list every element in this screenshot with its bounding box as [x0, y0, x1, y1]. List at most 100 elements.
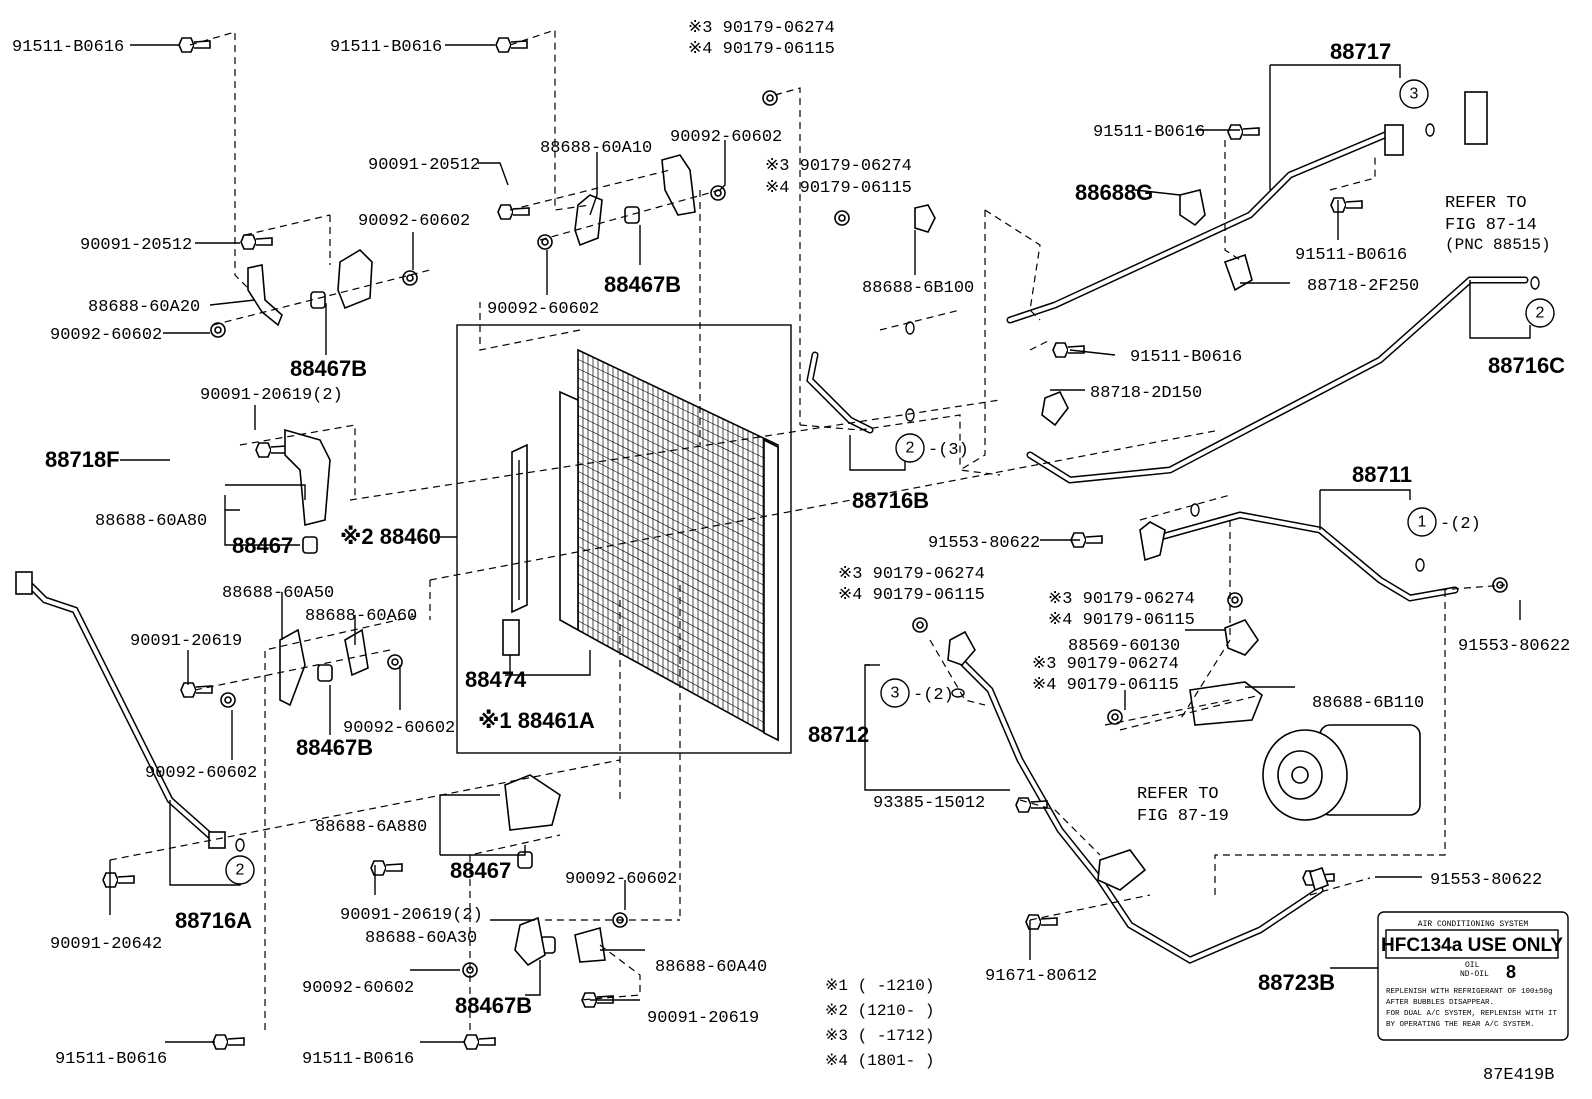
label-90091-20619: 90091-20619 [647, 1009, 759, 1028]
condenser-group-box [456, 324, 792, 754]
label-bolt-91511-b0616: 91511-B0616 [302, 1050, 414, 1069]
label-88688-6b100: 88688-6B100 [862, 279, 974, 298]
note-4: ※4 (1801- ) [825, 1052, 934, 1070]
label-90179-06274: ※3 90179-06274 [688, 19, 835, 38]
label-88688-60a40: 88688-60A40 [655, 958, 767, 977]
label-90092-60602: 90092-60602 [565, 870, 677, 889]
label-93385-15012: 93385-15012 [873, 794, 985, 813]
decal-main: HFC134a USE ONLY [1381, 935, 1563, 956]
label-bolt-91511-b0616: 91511-B0616 [12, 38, 124, 57]
decal-line4: BY OPERATING THE REAR A/C SYSTEM. [1386, 1021, 1535, 1029]
svg-text:3: 3 [891, 685, 900, 702]
condenser-core [559, 348, 779, 742]
label-88467b: 88467B [290, 356, 367, 381]
pipe-88716c [1026, 276, 1529, 484]
label-bolt-91511-b0616: 91511-B0616 [1295, 246, 1407, 265]
circle-1: 1 [1407, 507, 1437, 537]
decal-header: AIR CONDITIONING SYSTEM [1418, 920, 1529, 929]
pipe-88716a [15, 571, 226, 849]
label-90179-06274: ※3 90179-06274 [1048, 590, 1195, 609]
label-88474: 88474 [465, 667, 527, 692]
label-90092-60602: 90092-60602 [670, 128, 782, 147]
label-90092-60602: 90092-60602 [50, 326, 162, 345]
note-2: ※2 (1210- ) [825, 1002, 934, 1020]
label-88716b: 88716B [852, 488, 929, 513]
label-88688-60a60: 88688-60A60 [305, 607, 417, 626]
refrigerant-decal: AIR CONDITIONING SYSTEM HFC134a USE ONLY… [1377, 911, 1569, 1041]
label-91553-80622: 91553-80622 [1430, 871, 1542, 890]
svg-text:1: 1 [1418, 514, 1427, 531]
note-1: ※1 ( -1210) [825, 977, 934, 995]
o-rings [235, 123, 1540, 852]
label-90179-06274: ※3 90179-06274 [1032, 655, 1179, 674]
label-88460: ※2 88460 [340, 524, 441, 549]
label-91553-80622: 91553-80622 [1458, 637, 1570, 656]
label-88461a: ※1 88461A [478, 708, 595, 733]
label-88688g: 88688G [1075, 180, 1153, 205]
label-88467b: 88467B [455, 993, 532, 1018]
label-refer-fig-87-19: REFER TO [1137, 785, 1219, 804]
circle-2-mid: 2 [895, 433, 925, 463]
label-90179-06274: ※3 90179-06274 [838, 565, 985, 584]
svg-text:2: 2 [906, 440, 915, 457]
part-labels: 91511-B0616 91511-B0616 ※3 90179-06274 ※… [12, 19, 1570, 1085]
label-88716c: 88716C [1488, 353, 1565, 378]
decal-line3: FOR DUAL A/C SYSTEM, REPLENISH WITH IT [1386, 1010, 1558, 1018]
label-88723b: 88723B [1258, 970, 1335, 995]
label-88718-2d150: 88718-2D150 [1090, 384, 1202, 403]
label-90091-20619-2: 90091-20619(2) [200, 386, 343, 405]
compressor [1262, 724, 1421, 821]
label-bolt-91511-b0616: 91511-B0616 [330, 38, 442, 57]
label-88688-60a80: 88688-60A80 [95, 512, 207, 531]
label-91671-80612: 91671-80612 [985, 967, 1097, 986]
pipe-88717 [1006, 91, 1488, 324]
label-90091-20642: 90091-20642 [50, 935, 162, 954]
circle-3-top: 3 [1399, 79, 1429, 109]
label-90179-06115: ※4 90179-06115 [688, 40, 835, 59]
label-bolt-91511-b0616: 91511-B0616 [1130, 348, 1242, 367]
label-88718-2f250: 88718-2F250 [1307, 277, 1419, 296]
svg-text:2: 2 [1536, 305, 1545, 322]
label-90092-60602: 90092-60602 [145, 764, 257, 783]
label-refer-fig-87-14: FIG 87-14 [1445, 216, 1537, 235]
label-88716a: 88716A [175, 908, 252, 933]
decal-oil-no: ND-OIL [1460, 970, 1489, 979]
decal-line1: REPLENISH WITH REFRIGERANT OF 100±50g [1386, 988, 1553, 996]
circle-3-lower: 3 [880, 678, 910, 708]
decal-oil-label: OIL [1465, 961, 1480, 970]
label-90092-60602: 90092-60602 [343, 719, 455, 738]
note-3: ※3 ( -1712) [825, 1027, 934, 1045]
svg-text:2: 2 [236, 862, 245, 879]
label-88688-60a50: 88688-60A50 [222, 584, 334, 603]
decal-line2: AFTER BUBBLES DISAPPEAR. [1386, 999, 1494, 1007]
label-90179-06115: ※4 90179-06115 [765, 179, 912, 198]
label-88467b: 88467B [604, 272, 681, 297]
label-88467: 88467 [232, 533, 293, 558]
label-90179-06115: ※4 90179-06115 [1048, 611, 1195, 630]
leader-lines [109, 44, 1531, 1043]
label-bolt-91511-b0616: 91511-B0616 [55, 1050, 167, 1069]
label-88467: 88467 [450, 858, 511, 883]
label-90179-06115: ※4 90179-06115 [838, 586, 985, 605]
label-90091-20619: 90091-20619 [130, 632, 242, 651]
label-88718f: 88718F [45, 447, 120, 472]
diagram-code: 87E419B [1483, 1066, 1554, 1085]
svg-text:3: 3 [1410, 86, 1419, 103]
pipe-88716b [806, 351, 874, 434]
label-91553-80622: 91553-80622 [928, 534, 1040, 553]
label-88712: 88712 [808, 722, 869, 747]
label-refer-fig-87-19: FIG 87-19 [1137, 807, 1229, 826]
label-88569-60130: 88569-60130 [1068, 637, 1180, 656]
pipe-88711 [1146, 511, 1459, 602]
label-90092-60602: 90092-60602 [487, 300, 599, 319]
label-90091-20512: 90091-20512 [368, 156, 480, 175]
label-88688-60a10: 88688-60A10 [540, 139, 652, 158]
label-88688-60a30: 88688-60A30 [365, 929, 477, 948]
label-circle2-qty: -(3) [928, 441, 969, 460]
label-90179-06115: ※4 90179-06115 [1032, 676, 1179, 695]
label-circle3-qty: -(2) [913, 686, 954, 705]
fasteners [102, 37, 1508, 1050]
circle-2-right: 2 [1525, 298, 1555, 328]
assembly-lines [109, 29, 1506, 1030]
